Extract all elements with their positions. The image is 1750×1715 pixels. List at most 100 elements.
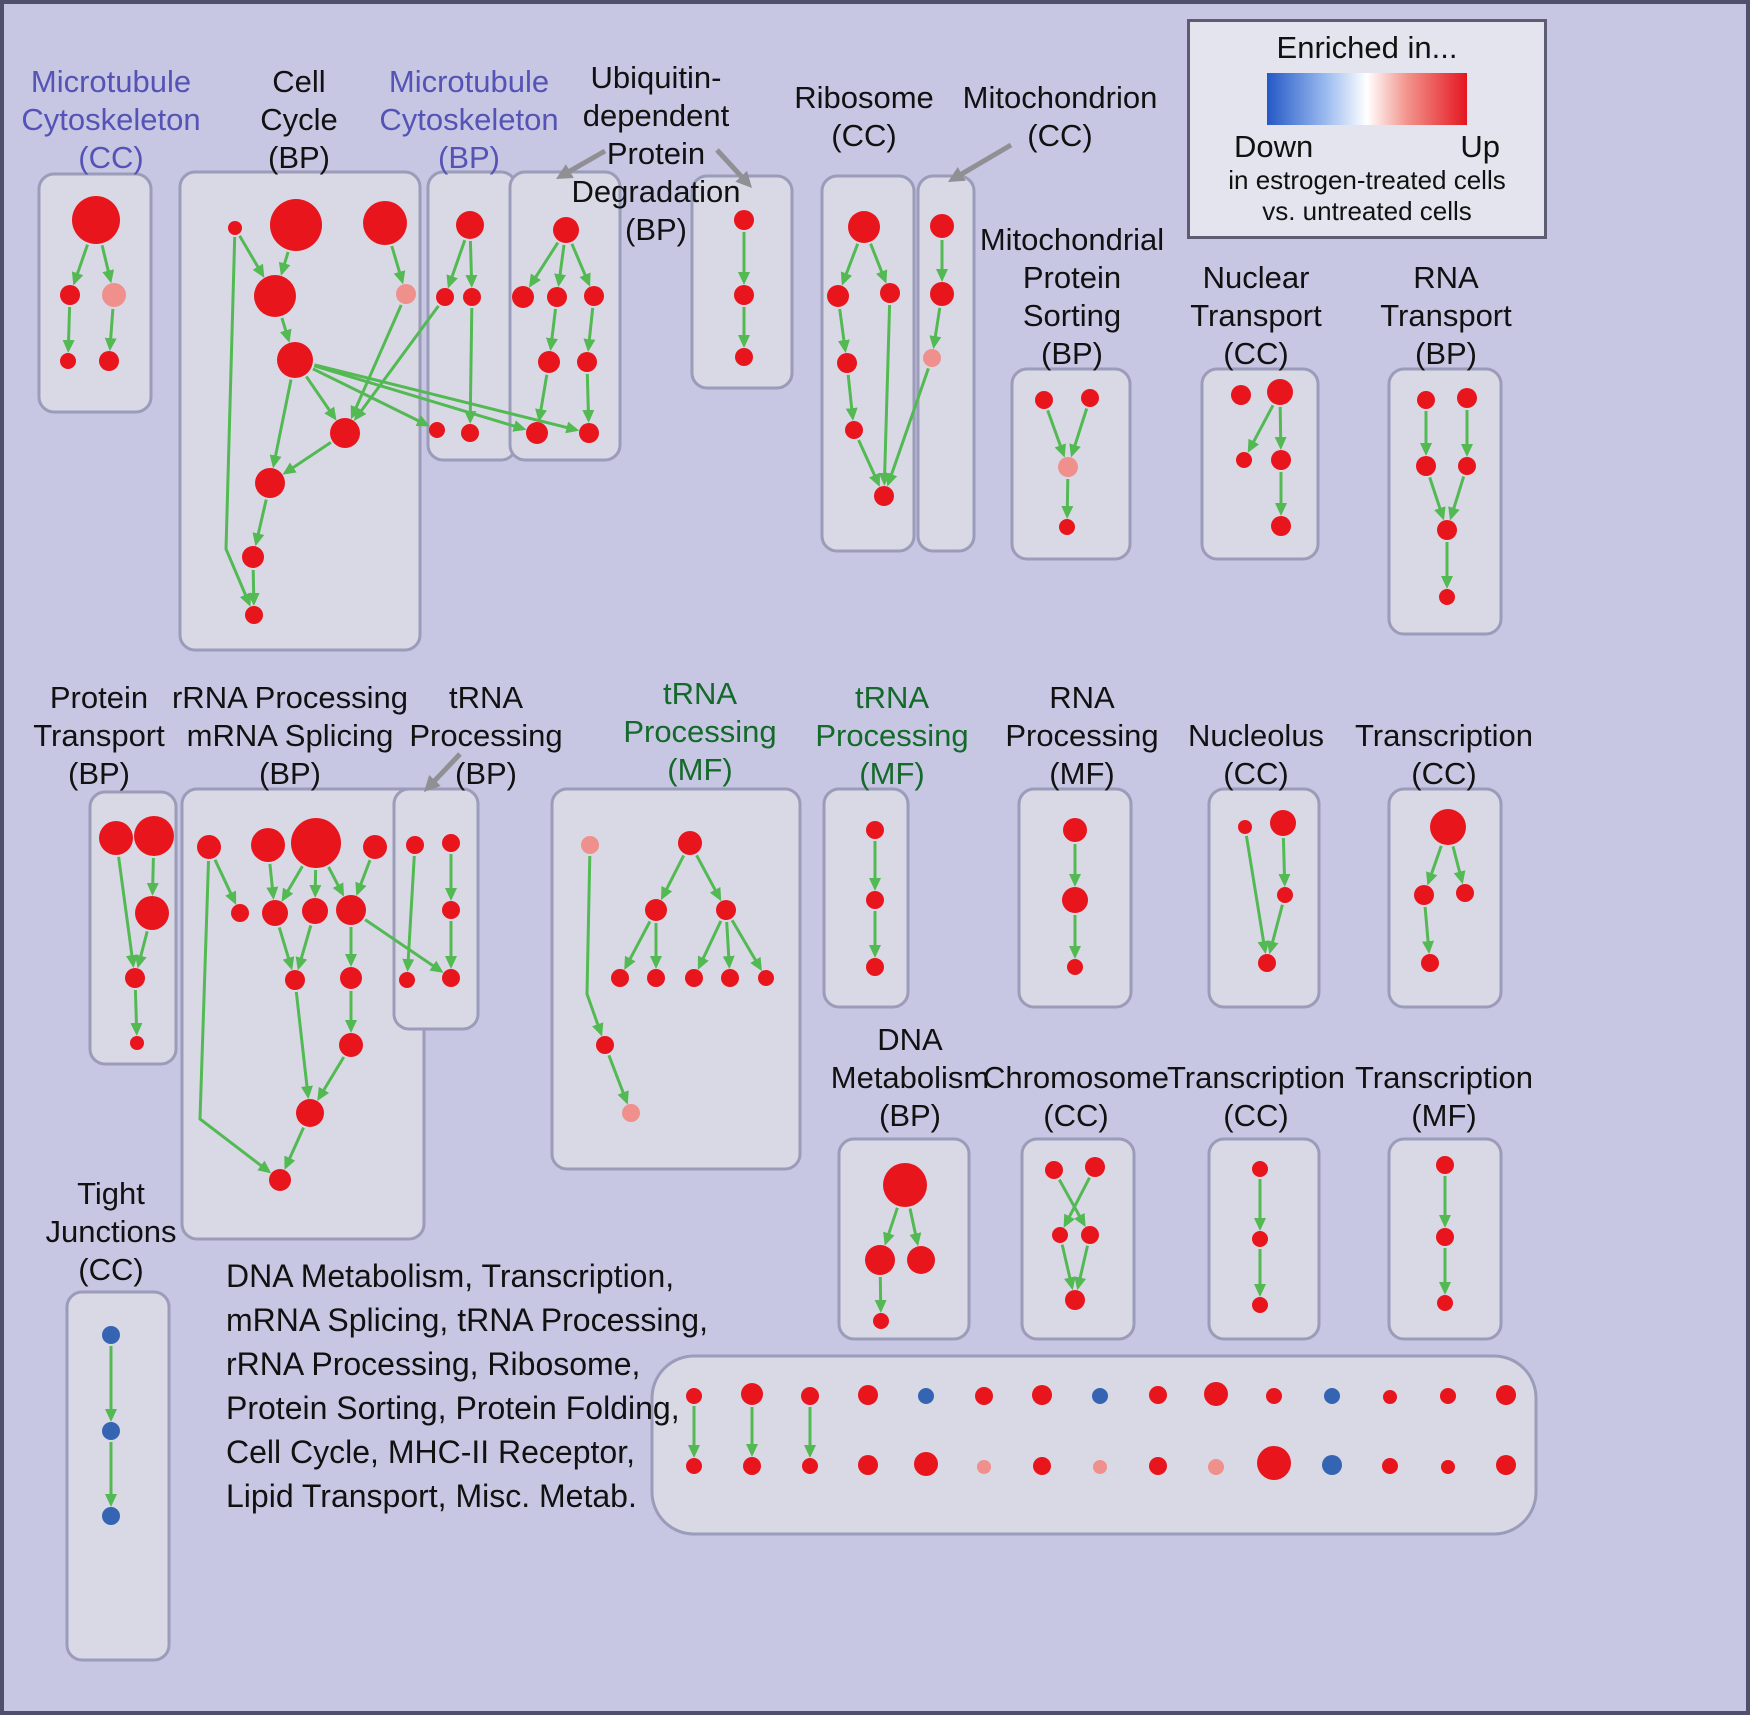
edge-arrow	[582, 373, 595, 423]
go-term-node	[686, 1388, 702, 1404]
edge-arrow	[247, 569, 260, 606]
category-footnote: DNA Metabolism, Transcription,mRNA Splic…	[226, 1258, 708, 1514]
edge-arrow	[353, 305, 440, 421]
go-term-node	[296, 1099, 324, 1127]
edge-arrow	[130, 989, 143, 1036]
go-term-node	[1252, 1231, 1268, 1247]
go-term-node	[1238, 820, 1252, 834]
go-term-node	[622, 1104, 640, 1122]
go-term-node	[734, 285, 754, 305]
go-term-node	[245, 606, 263, 624]
go-term-node	[1059, 519, 1075, 535]
edge-arrow	[837, 308, 850, 354]
edge-arrow	[224, 236, 251, 607]
go-term-node	[228, 221, 242, 235]
go-term-node	[99, 351, 119, 371]
legend-gradient-bar	[1267, 73, 1467, 125]
go-term-node	[1149, 1457, 1167, 1475]
go-term-node	[135, 896, 169, 930]
edge-arrow	[465, 240, 478, 288]
go-term-node	[1441, 1460, 1455, 1474]
go-term-node	[678, 831, 702, 855]
cluster-box	[65, 1290, 171, 1662]
go-term-node	[685, 969, 703, 987]
go-term-node	[827, 285, 849, 307]
go-term-node	[581, 836, 599, 854]
edge-arrow	[585, 855, 604, 1037]
cluster-label: Transcription(MF)	[1355, 1060, 1533, 1133]
edge-arrow	[104, 308, 117, 352]
go-term-node	[336, 895, 366, 925]
edge-arrow	[278, 251, 291, 276]
go-term-node	[125, 968, 145, 988]
go-term-node	[918, 1388, 934, 1404]
go-term-node	[1063, 818, 1087, 842]
go-term-node	[262, 900, 288, 926]
go-term-node	[848, 211, 880, 243]
go-term-node	[1081, 1226, 1099, 1244]
go-term-node	[743, 1457, 761, 1475]
go-term-node	[1437, 1295, 1453, 1311]
go-term-node	[270, 199, 322, 251]
go-term-node	[1062, 887, 1088, 913]
go-term-node	[930, 214, 954, 238]
edge-arrow	[282, 441, 332, 475]
label-pointer-arrow	[715, 148, 752, 188]
go-term-node	[866, 891, 884, 909]
edge-arrow	[313, 364, 527, 432]
edge-arrow	[929, 307, 942, 350]
edge-arrow	[840, 243, 860, 286]
cluster-label: Transcription(CC)	[1355, 718, 1533, 791]
cluster-label: Chromosome(CC)	[983, 1060, 1169, 1133]
go-term-node	[1270, 810, 1296, 836]
go-term-node	[1382, 1458, 1398, 1474]
go-term-node	[865, 1245, 895, 1275]
go-term-node	[1496, 1385, 1516, 1405]
legend-down-label: Down	[1234, 129, 1314, 164]
edge-arrow	[135, 931, 149, 969]
cluster-box	[1387, 367, 1503, 636]
go-term-node	[1437, 520, 1457, 540]
go-term-node	[866, 958, 884, 976]
go-term-node	[1267, 379, 1293, 405]
cluster-label: Ribosome(CC)	[794, 80, 934, 153]
go-term-node	[577, 352, 597, 372]
go-term-node	[1045, 1161, 1063, 1179]
go-term-node	[285, 970, 305, 990]
go-term-node	[1271, 516, 1291, 536]
go-term-node	[1035, 391, 1053, 409]
edge-arrow	[883, 1207, 899, 1246]
label-pointer-arrow	[423, 752, 462, 793]
cluster-box	[392, 787, 480, 1031]
cluster-box	[1207, 787, 1321, 1009]
legend-title: Enriched in...	[1276, 30, 1458, 65]
go-term-node	[1204, 1382, 1228, 1406]
label-pointer-arrow	[555, 148, 607, 180]
go-term-node	[907, 1246, 935, 1274]
go-term-node	[547, 287, 567, 307]
go-term-node	[802, 1458, 818, 1474]
edge-arrow	[146, 857, 159, 896]
go-term-node	[1436, 1156, 1454, 1174]
cluster-box	[916, 174, 976, 553]
cluster-box	[1200, 367, 1320, 561]
go-term-node	[1208, 1459, 1224, 1475]
edge-arrow	[314, 363, 580, 434]
edge-arrow	[570, 243, 591, 287]
edge-arrow	[446, 239, 467, 289]
edge-arrow	[1057, 1178, 1086, 1228]
edge-arrow	[607, 1054, 629, 1105]
go-term-node	[975, 1387, 993, 1405]
go-term-node	[686, 1458, 702, 1474]
go-term-node	[269, 1169, 291, 1191]
go-term-node	[1093, 1460, 1107, 1474]
edge-arrow	[554, 244, 567, 288]
go-term-node	[880, 283, 900, 303]
go-term-node	[1496, 1455, 1516, 1475]
